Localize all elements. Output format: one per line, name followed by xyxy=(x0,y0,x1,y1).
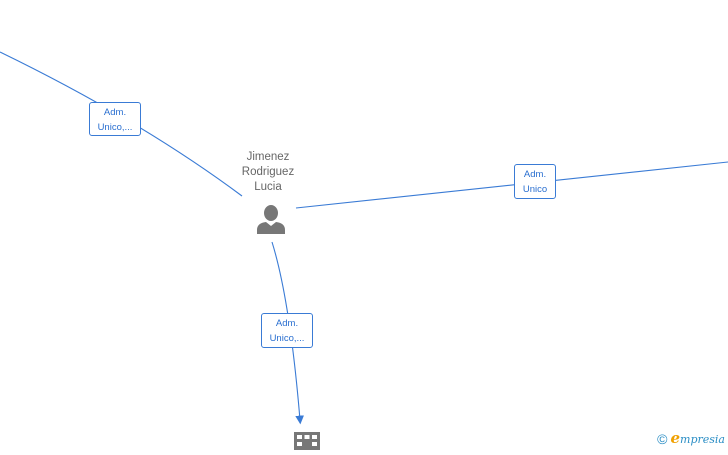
edge-label-line: Adm. xyxy=(103,107,127,118)
brand-logo-initial: e xyxy=(670,429,681,447)
edge-label-line: Adm. xyxy=(523,169,547,180)
copyright-icon: © xyxy=(657,431,668,447)
person-name-line: Lucia xyxy=(254,181,282,193)
brand-watermark: ©empresia xyxy=(657,429,725,447)
edge-label-line: Unico,... xyxy=(97,122,133,133)
person-icon[interactable] xyxy=(255,204,287,236)
edge-label-line: Adm. xyxy=(275,318,299,329)
edge-label-line: Unico xyxy=(522,184,548,195)
person-name[interactable]: Jimenez Rodriguez Lucia xyxy=(228,150,308,195)
edge-label-top-left[interactable]: Adm. Unico,... xyxy=(89,102,141,136)
brand-logo-text: mpresia xyxy=(680,433,725,446)
edge-label-down[interactable]: Adm. Unico,... xyxy=(261,313,313,348)
edge-label-line: Unico,... xyxy=(269,333,305,344)
edge-label-right[interactable]: Adm. Unico xyxy=(514,164,556,199)
edge-line-right xyxy=(295,161,728,209)
person-name-line: Jimenez xyxy=(246,151,290,163)
building-icon[interactable] xyxy=(294,432,320,450)
person-name-line: Rodriguez xyxy=(241,166,295,178)
